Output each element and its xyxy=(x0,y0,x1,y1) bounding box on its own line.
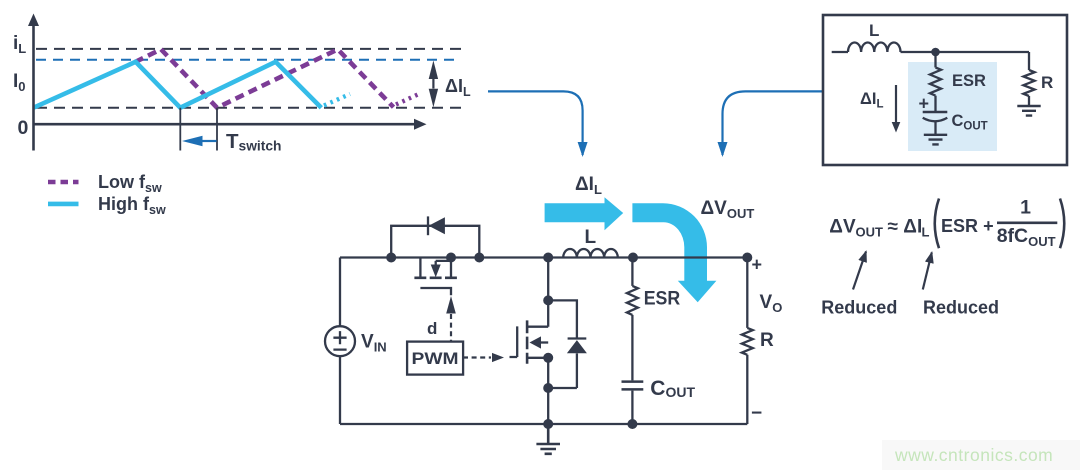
svg-text:ΔI: ΔI xyxy=(903,217,922,238)
svg-text:0: 0 xyxy=(18,117,29,139)
svg-text:−: − xyxy=(751,403,762,424)
svg-text:PWM: PWM xyxy=(412,349,459,368)
svg-text:www.cntronics.com: www.cntronics.com xyxy=(894,445,1053,465)
svg-text:L: L xyxy=(922,225,930,240)
svg-text:+: + xyxy=(752,255,763,275)
svg-text:ΔV: ΔV xyxy=(829,217,856,238)
svg-text:Reduced: Reduced xyxy=(821,298,897,318)
svg-text:d: d xyxy=(427,319,437,338)
svg-text:ESR: ESR xyxy=(952,72,986,90)
svg-text:OUT: OUT xyxy=(856,225,884,240)
svg-text:1: 1 xyxy=(1020,197,1031,219)
svg-text:ESR +: ESR + xyxy=(941,215,994,236)
svg-text:R: R xyxy=(760,330,774,351)
svg-text:ESR: ESR xyxy=(644,288,681,309)
svg-text:R: R xyxy=(1041,73,1053,92)
svg-text:L: L xyxy=(585,227,597,248)
svg-text:L: L xyxy=(869,21,879,40)
svg-text:+: + xyxy=(919,94,930,114)
svg-text:≈: ≈ xyxy=(888,217,899,238)
svg-text:Reduced: Reduced xyxy=(923,298,999,318)
svg-text:High fsw: High fsw xyxy=(98,194,166,217)
